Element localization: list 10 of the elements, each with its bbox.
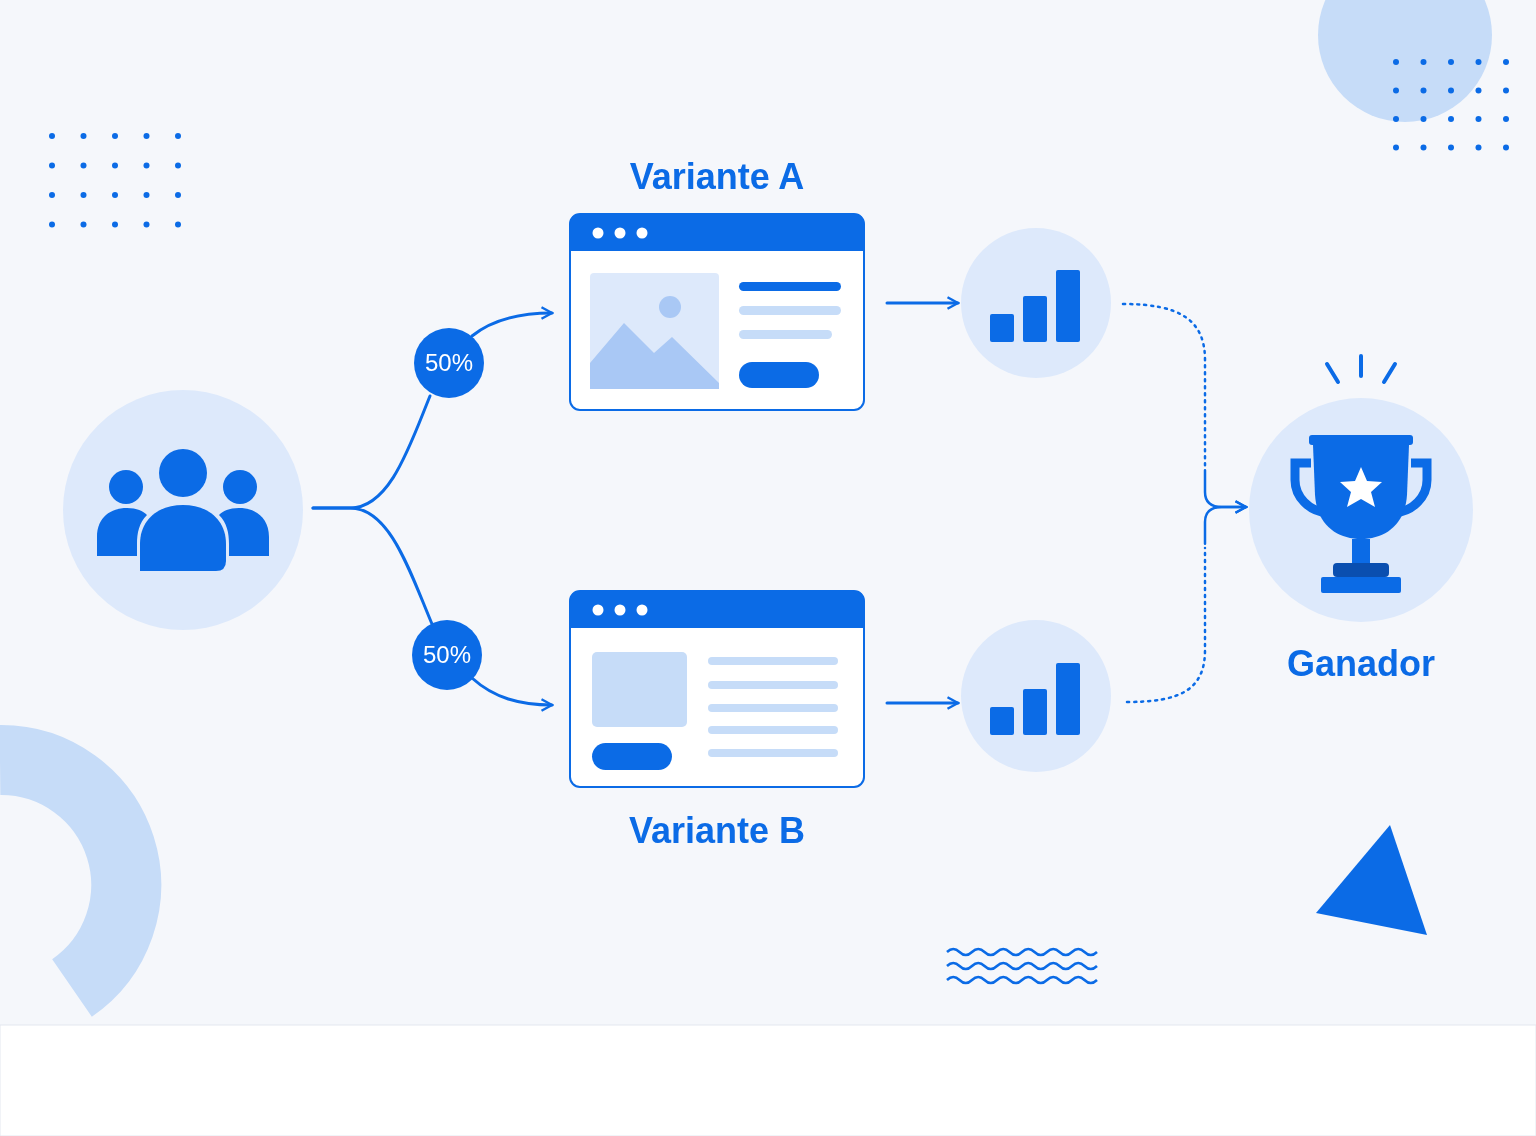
arrow — [885, 696, 960, 710]
winner-title: Ganador — [1286, 643, 1436, 685]
arrow — [470, 676, 554, 712]
variant-title: Variante B — [627, 810, 807, 852]
arrow — [885, 296, 960, 310]
variant-title: Variante A — [628, 156, 806, 198]
percent-badge: 50% — [412, 620, 482, 690]
arrow — [470, 306, 554, 338]
dotted-connector — [1125, 500, 1248, 704]
percent-badge: 50% — [414, 328, 484, 398]
